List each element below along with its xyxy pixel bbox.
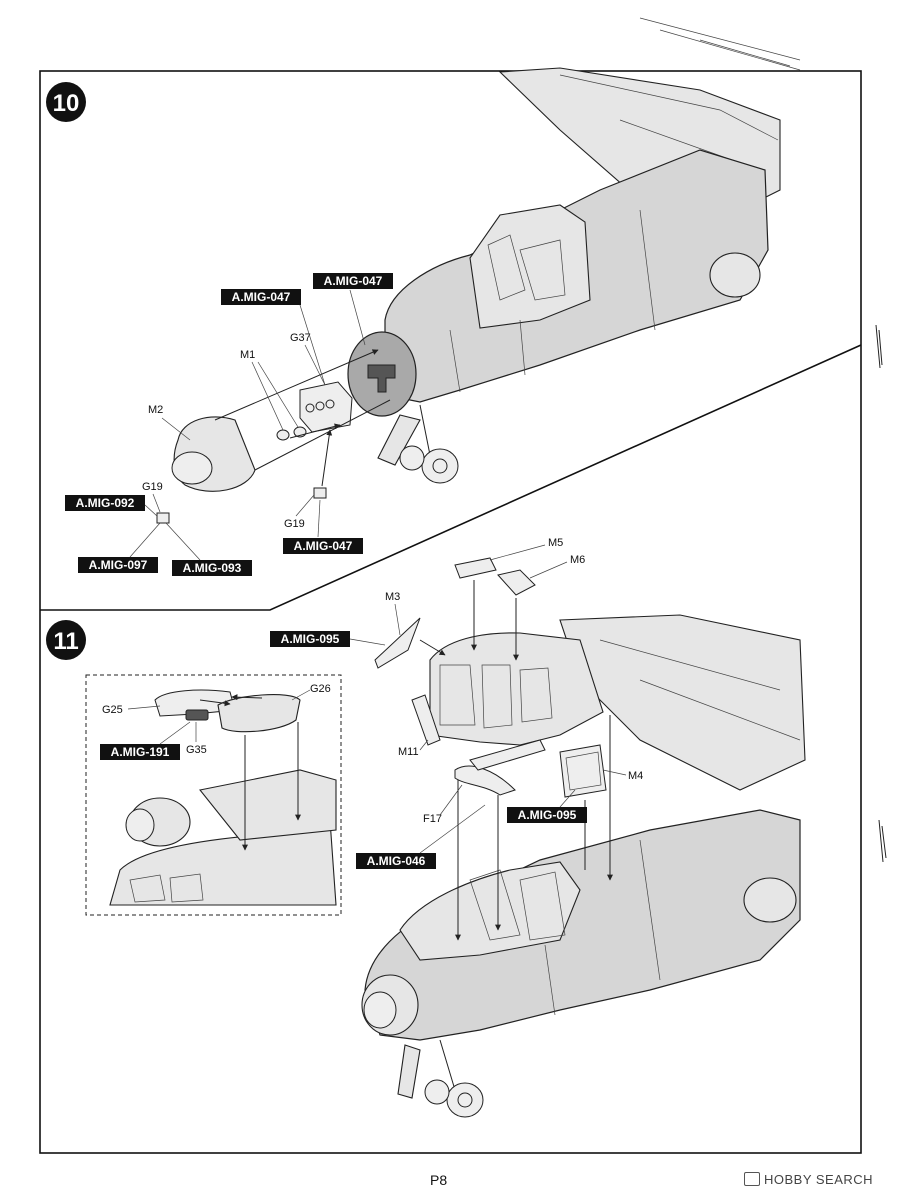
svg-text:A.MIG-097: A.MIG-097 xyxy=(89,558,148,572)
svg-text:A.MIG-095: A.MIG-095 xyxy=(281,632,340,646)
detail-inset xyxy=(85,674,342,916)
label-m4: M4 xyxy=(628,770,643,782)
watermark-text: HOBBY SEARCH xyxy=(764,1172,874,1187)
page-frame xyxy=(39,70,862,1154)
label-m11: M11 xyxy=(398,746,419,758)
step-11-parts xyxy=(374,557,613,941)
svg-text:A.MIG-095: A.MIG-095 xyxy=(518,808,577,822)
svg-text:A.MIG-047: A.MIG-047 xyxy=(294,539,353,553)
label-m2: M2 xyxy=(148,404,163,416)
paint-tag-mig047-bottom: A.MIG-047 xyxy=(283,499,363,554)
page-number: P8 xyxy=(430,1172,448,1188)
label-g19-center: G19 xyxy=(284,518,305,530)
paint-tag-mig092: A.MIG-092 xyxy=(65,495,158,517)
step-11-aircraft xyxy=(361,614,806,1118)
step-11-badge: 11 xyxy=(46,620,86,660)
label-m6: M6 xyxy=(570,554,585,566)
watermark: HOBBY SEARCH xyxy=(744,1172,873,1187)
label-m3: M3 xyxy=(385,591,400,603)
label-g19-left: G19 xyxy=(142,481,163,493)
step-11-number: 11 xyxy=(53,628,78,655)
hobby-search-logo-icon xyxy=(744,1172,760,1186)
paint-tag-mig097: A.MIG-097 xyxy=(78,522,161,573)
svg-text:A.MIG-191: A.MIG-191 xyxy=(111,745,170,759)
step-10-badge: 10 xyxy=(46,82,86,122)
svg-text:A.MIG-093: A.MIG-093 xyxy=(183,561,242,575)
step-10-number: 10 xyxy=(53,90,80,117)
svg-text:A.MIG-047: A.MIG-047 xyxy=(232,290,291,304)
label-g26: G26 xyxy=(310,683,331,695)
step-11-labels: M3 M5 M6 M4 M11 F17 xyxy=(385,537,643,825)
svg-text:A.MIG-092: A.MIG-092 xyxy=(76,496,135,510)
step-10-labels: G37 M1 M2 G19 G19 xyxy=(142,332,326,530)
paint-tag-mig095-bottom: A.MIG-095 xyxy=(507,789,587,823)
svg-text:A.MIG-047: A.MIG-047 xyxy=(324,274,383,288)
label-m5: M5 xyxy=(548,537,563,549)
step-11-inset-labels: G25 G26 G35 xyxy=(102,683,331,756)
wing-tip-lines xyxy=(639,17,801,71)
step-divider xyxy=(40,344,862,611)
paint-tag-mig047-top: A.MIG-047 xyxy=(313,273,393,346)
svg-text:A.MIG-046: A.MIG-046 xyxy=(367,854,426,868)
paint-tag-mig047-mid: A.MIG-047 xyxy=(221,289,326,386)
paint-tag-mig191: A.MIG-191 xyxy=(100,721,191,760)
paint-tag-mig093: A.MIG-093 xyxy=(165,522,252,576)
label-m1: M1 xyxy=(240,349,255,361)
paint-tag-mig095-top: A.MIG-095 xyxy=(270,631,386,647)
step-10-parts xyxy=(156,349,391,524)
label-g25: G25 xyxy=(102,704,123,716)
step-10-aircraft xyxy=(347,67,781,484)
label-g37: G37 xyxy=(290,332,311,344)
paint-tag-mig046: A.MIG-046 xyxy=(356,804,486,869)
label-g35: G35 xyxy=(186,744,207,756)
label-f17: F17 xyxy=(423,813,442,825)
margin-marks xyxy=(875,324,887,863)
